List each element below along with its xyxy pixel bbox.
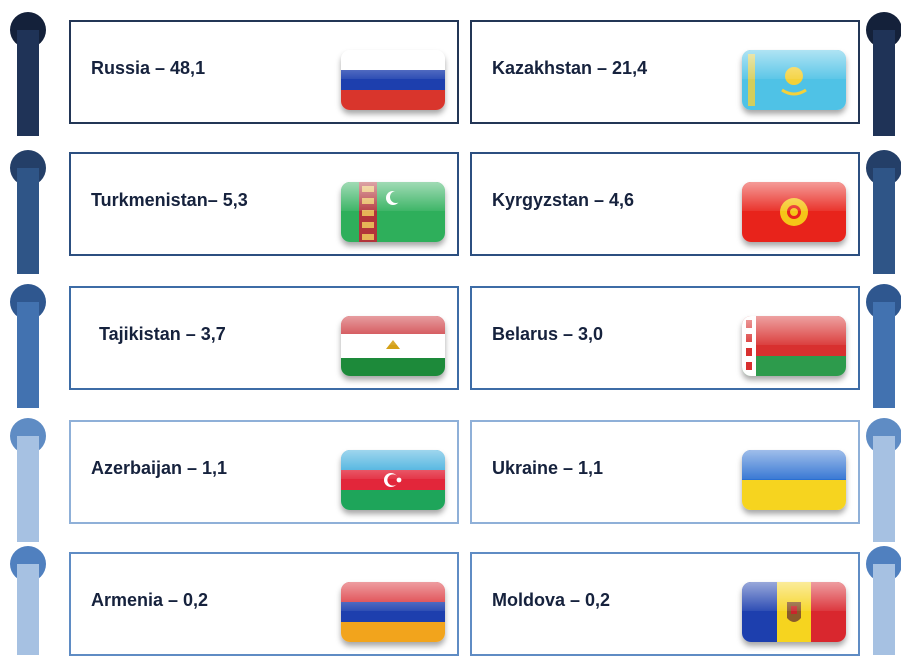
country-label: Belarus – 3,0 <box>492 324 604 344</box>
belarus-flag-icon <box>742 316 846 376</box>
pin-stem <box>873 436 895 542</box>
country-card-kazakhstan: Kazakhstan – 21,4 <box>470 20 860 124</box>
russia-flag-icon <box>341 50 445 110</box>
pin-stem <box>17 564 39 655</box>
armenia-flag-icon <box>341 582 445 642</box>
pin-stem <box>873 564 895 655</box>
turkmenistan-flag-icon <box>341 182 445 242</box>
country-card-turkmenistan: Turkmenistan– 5,3 <box>69 152 459 256</box>
pin-stem <box>17 436 39 542</box>
country-label: Kyrgyzstan – 4,6 <box>492 190 635 210</box>
kyrgyzstan-flag-icon <box>742 182 846 242</box>
country-card-kyrgyzstan: Kyrgyzstan – 4,6 <box>470 152 860 256</box>
azerbaijan-flag-icon <box>341 450 445 510</box>
country-label: Armenia – 0,2 <box>91 590 209 610</box>
pin-stem <box>17 302 39 408</box>
pin-stem <box>17 168 39 274</box>
moldova-flag-icon <box>742 582 846 642</box>
pin-stem <box>17 30 39 136</box>
tajikistan-flag-icon <box>341 316 445 376</box>
country-label: Moldova – 0,2 <box>492 590 611 610</box>
country-card-belarus: Belarus – 3,0 <box>470 286 860 390</box>
country-label: Russia – 48,1 <box>91 58 206 78</box>
country-card-moldova: Moldova – 0,2 <box>470 552 860 656</box>
country-label: Azerbaijan – 1,1 <box>91 458 228 478</box>
country-card-tajikistan: Tajikistan – 3,7 <box>69 286 459 390</box>
ukraine-flag-icon <box>742 450 846 510</box>
country-label: Turkmenistan– 5,3 <box>91 190 248 210</box>
country-label: Kazakhstan – 21,4 <box>492 58 648 78</box>
country-card-armenia: Armenia – 0,2 <box>69 552 459 656</box>
country-label: Ukraine – 1,1 <box>492 458 604 478</box>
country-card-azerbaijan: Azerbaijan – 1,1 <box>69 420 459 524</box>
pin-stem <box>873 168 895 274</box>
country-card-ukraine: Ukraine – 1,1 <box>470 420 860 524</box>
country-card-russia: Russia – 48,1 <box>69 20 459 124</box>
kazakhstan-flag-icon <box>742 50 846 110</box>
pin-stem <box>873 302 895 408</box>
country-label: Tajikistan – 3,7 <box>99 324 226 344</box>
pin-stem <box>873 30 895 136</box>
